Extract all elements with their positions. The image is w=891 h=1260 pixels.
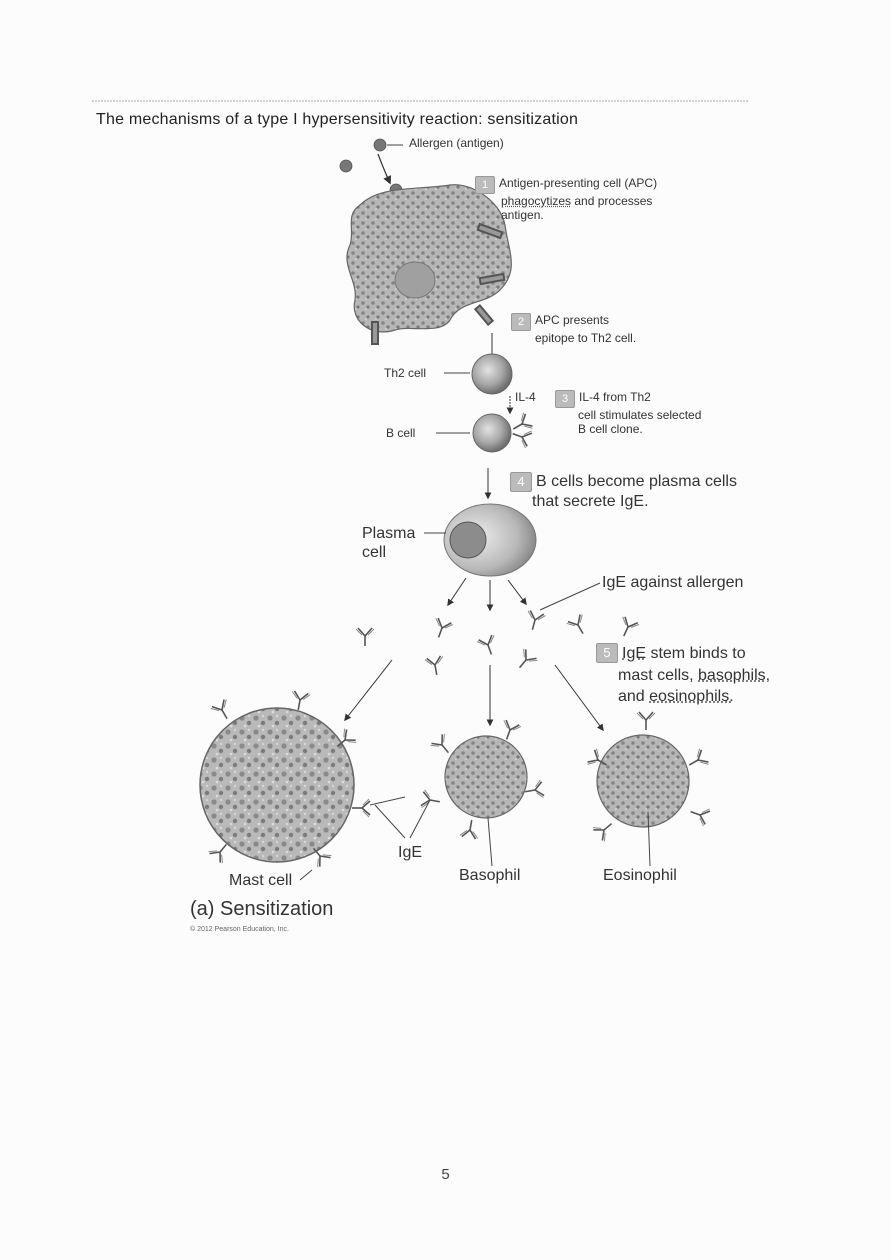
allergen-label: Allergen (antigen) xyxy=(409,136,504,150)
step-5-line-2a: mast cells, xyxy=(618,666,699,684)
step-1-line-3: antigen. xyxy=(501,208,544,223)
caption-part-label: (a) xyxy=(190,898,215,920)
step-3-badge: 3 xyxy=(555,390,575,408)
step-5-line-3a: and xyxy=(618,688,650,706)
page-number: 5 xyxy=(441,1166,450,1183)
il4-label: IL-4 xyxy=(515,390,536,404)
page-title: The mechanisms of a type I hypersensitiv… xyxy=(96,111,579,128)
step-1-term: phagocytizes xyxy=(501,194,572,208)
step-4-badge: 4 xyxy=(510,472,532,492)
step-2-text: 2 APC presents epitope to Th2 cell. xyxy=(511,313,636,345)
step-5-term-basophils: basophils, xyxy=(698,666,771,684)
step-5-term-eosinophils: eosinophils. xyxy=(649,688,734,706)
step-3-line-1: IL-4 from Th2 xyxy=(579,390,651,404)
b-cell-label: B cell xyxy=(386,426,416,440)
step-2-line-1: APC presents xyxy=(535,313,610,327)
step-4-line-2: that secrete IgE. xyxy=(532,493,649,510)
step-1-badge: 1 xyxy=(475,176,495,194)
step-4-line-1: B cells become plasma cells xyxy=(536,473,737,490)
step-3-line-3: B cell clone. xyxy=(578,422,643,437)
plasma-line-1: Plasma xyxy=(362,525,416,542)
plasma-line-2: cell xyxy=(362,544,387,562)
step-3-line-2: cell stimulates selected xyxy=(578,408,702,422)
step-1-line-2: and processes xyxy=(571,194,653,208)
step-2-badge: 2 xyxy=(511,313,531,331)
eosinophil-label: Eosinophil xyxy=(603,867,677,884)
ige-against-allergen-label: IgE against allergen xyxy=(602,574,744,591)
plasma-cell-label: Plasma cell xyxy=(362,524,415,562)
step-1-line-1: Antigen-presenting cell (APC) xyxy=(499,176,658,190)
th2-cell-label: Th2 cell xyxy=(384,366,427,380)
copyright: © 2012 Pearson Education, Inc. xyxy=(190,926,289,933)
step-5-term-ige: IgE xyxy=(622,645,647,662)
step-5-line-1: stem binds to xyxy=(646,645,746,662)
step-2-line-2: epitope to Th2 cell. xyxy=(535,331,637,345)
step-5-badge: 5 xyxy=(596,643,618,663)
step-1-text: 1 Antigen-presenting cell (APC) phagocyti… xyxy=(475,176,657,223)
basophil-label: Basophil xyxy=(459,867,521,884)
mast-cell-label: Mast cell xyxy=(229,872,293,889)
ige-label: IgE xyxy=(398,844,423,861)
figure-caption: (a) Sensitization xyxy=(190,897,333,921)
caption-title: Sensitization xyxy=(214,898,334,920)
